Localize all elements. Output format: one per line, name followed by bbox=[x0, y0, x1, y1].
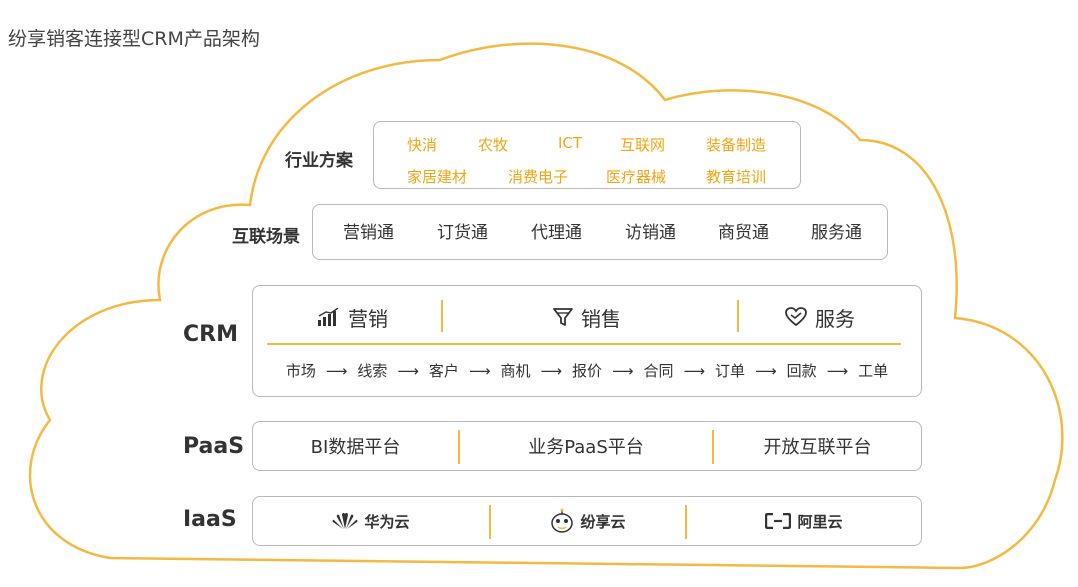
industry-item: 消费电子 bbox=[508, 168, 569, 186]
scenario-item: 代理通 bbox=[531, 223, 582, 243]
paas-divider bbox=[458, 430, 460, 464]
iaas-item-aliyun: 阿里云 bbox=[687, 497, 921, 545]
scenario-item: 营销通 bbox=[343, 223, 394, 243]
bar-chart-icon bbox=[318, 308, 339, 326]
scenario-box: 营销通 订货通 代理通 访销通 商贸通 服务通 bbox=[312, 204, 888, 260]
flow-step: 回款 bbox=[786, 362, 817, 380]
iaas-item-label: 阿里云 bbox=[797, 512, 843, 531]
huawei-logo-icon bbox=[333, 512, 358, 529]
aliyun-logo-icon bbox=[765, 513, 792, 529]
flow-step: 订单 bbox=[715, 362, 746, 380]
paas-box: BI数据平台 业务PaaS平台 开放互联平台 bbox=[252, 421, 922, 471]
iaas-item-label: 纷享云 bbox=[580, 512, 626, 531]
flow-step: 合同 bbox=[643, 362, 674, 380]
page-title: 纷享销客连接型CRM产品架构 bbox=[8, 28, 260, 50]
scenario-item: 访销通 bbox=[625, 223, 676, 243]
arrow-right-icon: ⟶ bbox=[612, 362, 634, 380]
fxiaoke-mascot-icon bbox=[551, 508, 574, 533]
funnel-icon bbox=[553, 308, 573, 326]
paas-label: PaaS bbox=[183, 434, 245, 459]
arrow-right-icon: ⟶ bbox=[468, 362, 491, 380]
industry-item: 医疗器械 bbox=[606, 168, 667, 186]
heart-icon bbox=[785, 307, 807, 327]
crm-flow: 市场 ⟶ 线索 ⟶ 客户 ⟶ 商机 ⟶ 报价 ⟶ 合同 ⟶ 订单 ⟶ 回款 ⟶ 工单 bbox=[253, 360, 921, 381]
industry-box: 快消 农牧 ICT 互联网 装备制造 家居建材 消费电子 医疗器械 教育培训 bbox=[373, 121, 801, 189]
industry-item: 家居建材 bbox=[407, 168, 468, 186]
iaas-item-fxiaoke: 纷享云 bbox=[491, 497, 685, 545]
scenario-label: 互联场景 bbox=[232, 227, 300, 247]
industry-item: 互联网 bbox=[620, 136, 666, 154]
scenario-item: 服务通 bbox=[811, 223, 862, 243]
paas-divider bbox=[712, 430, 714, 464]
iaas-item-huawei: 华为云 bbox=[253, 497, 489, 545]
crm-module-label: 服务 bbox=[815, 306, 855, 331]
arrow-right-icon: ⟶ bbox=[755, 362, 777, 380]
crm-module-label: 销售 bbox=[581, 306, 621, 331]
crm-box: 营销 销售 服务 市场 ⟶ 线索 ⟶ 客户 ⟶ 商机 ⟶ 报价 ⟶ 合同 ⟶ 订单 ⟶ 回款 ⟶ 工单 bbox=[252, 285, 922, 397]
flow-step: 市场 bbox=[285, 362, 316, 380]
arrow-right-icon: ⟶ bbox=[325, 362, 348, 380]
crm-module-label: 营销 bbox=[348, 306, 388, 331]
crm-label: CRM bbox=[183, 322, 238, 347]
scenario-item: 商贸通 bbox=[718, 223, 769, 243]
iaas-box: 华为云 纷享云 阿里云 bbox=[252, 496, 922, 546]
industry-label: 行业方案 bbox=[285, 151, 353, 171]
arrow-right-icon: ⟶ bbox=[397, 362, 419, 380]
iaas-divider bbox=[685, 505, 687, 539]
scenario-item: 订货通 bbox=[437, 223, 488, 243]
crm-module-marketing: 营销 bbox=[318, 286, 388, 348]
industry-item: 快消 bbox=[407, 136, 438, 154]
flow-step: 商机 bbox=[500, 362, 531, 380]
flow-step: 客户 bbox=[428, 362, 459, 380]
industry-item: 农牧 bbox=[478, 136, 509, 154]
crm-divider bbox=[441, 300, 443, 332]
crm-separator bbox=[267, 343, 901, 345]
iaas-divider bbox=[489, 505, 491, 539]
arrow-right-icon: ⟶ bbox=[540, 362, 562, 380]
industry-item: 教育培训 bbox=[706, 168, 767, 186]
paas-item: BI数据平台 bbox=[310, 437, 401, 458]
paas-item: 开放互联平台 bbox=[763, 437, 872, 458]
industry-item: 装备制造 bbox=[706, 136, 767, 154]
flow-step: 线索 bbox=[357, 362, 388, 380]
iaas-item-label: 华为云 bbox=[364, 512, 410, 531]
paas-item: 业务PaaS平台 bbox=[528, 437, 644, 458]
arrow-right-icon: ⟶ bbox=[826, 362, 849, 380]
flow-step: 报价 bbox=[571, 362, 602, 380]
flow-step: 工单 bbox=[858, 362, 889, 380]
arrow-right-icon: ⟶ bbox=[683, 362, 706, 380]
iaas-label: IaaS bbox=[183, 507, 237, 532]
industry-item: ICT bbox=[558, 134, 583, 152]
crm-divider bbox=[737, 300, 739, 332]
crm-module-sales: 销售 bbox=[553, 286, 621, 348]
crm-module-service: 服务 bbox=[785, 286, 855, 348]
